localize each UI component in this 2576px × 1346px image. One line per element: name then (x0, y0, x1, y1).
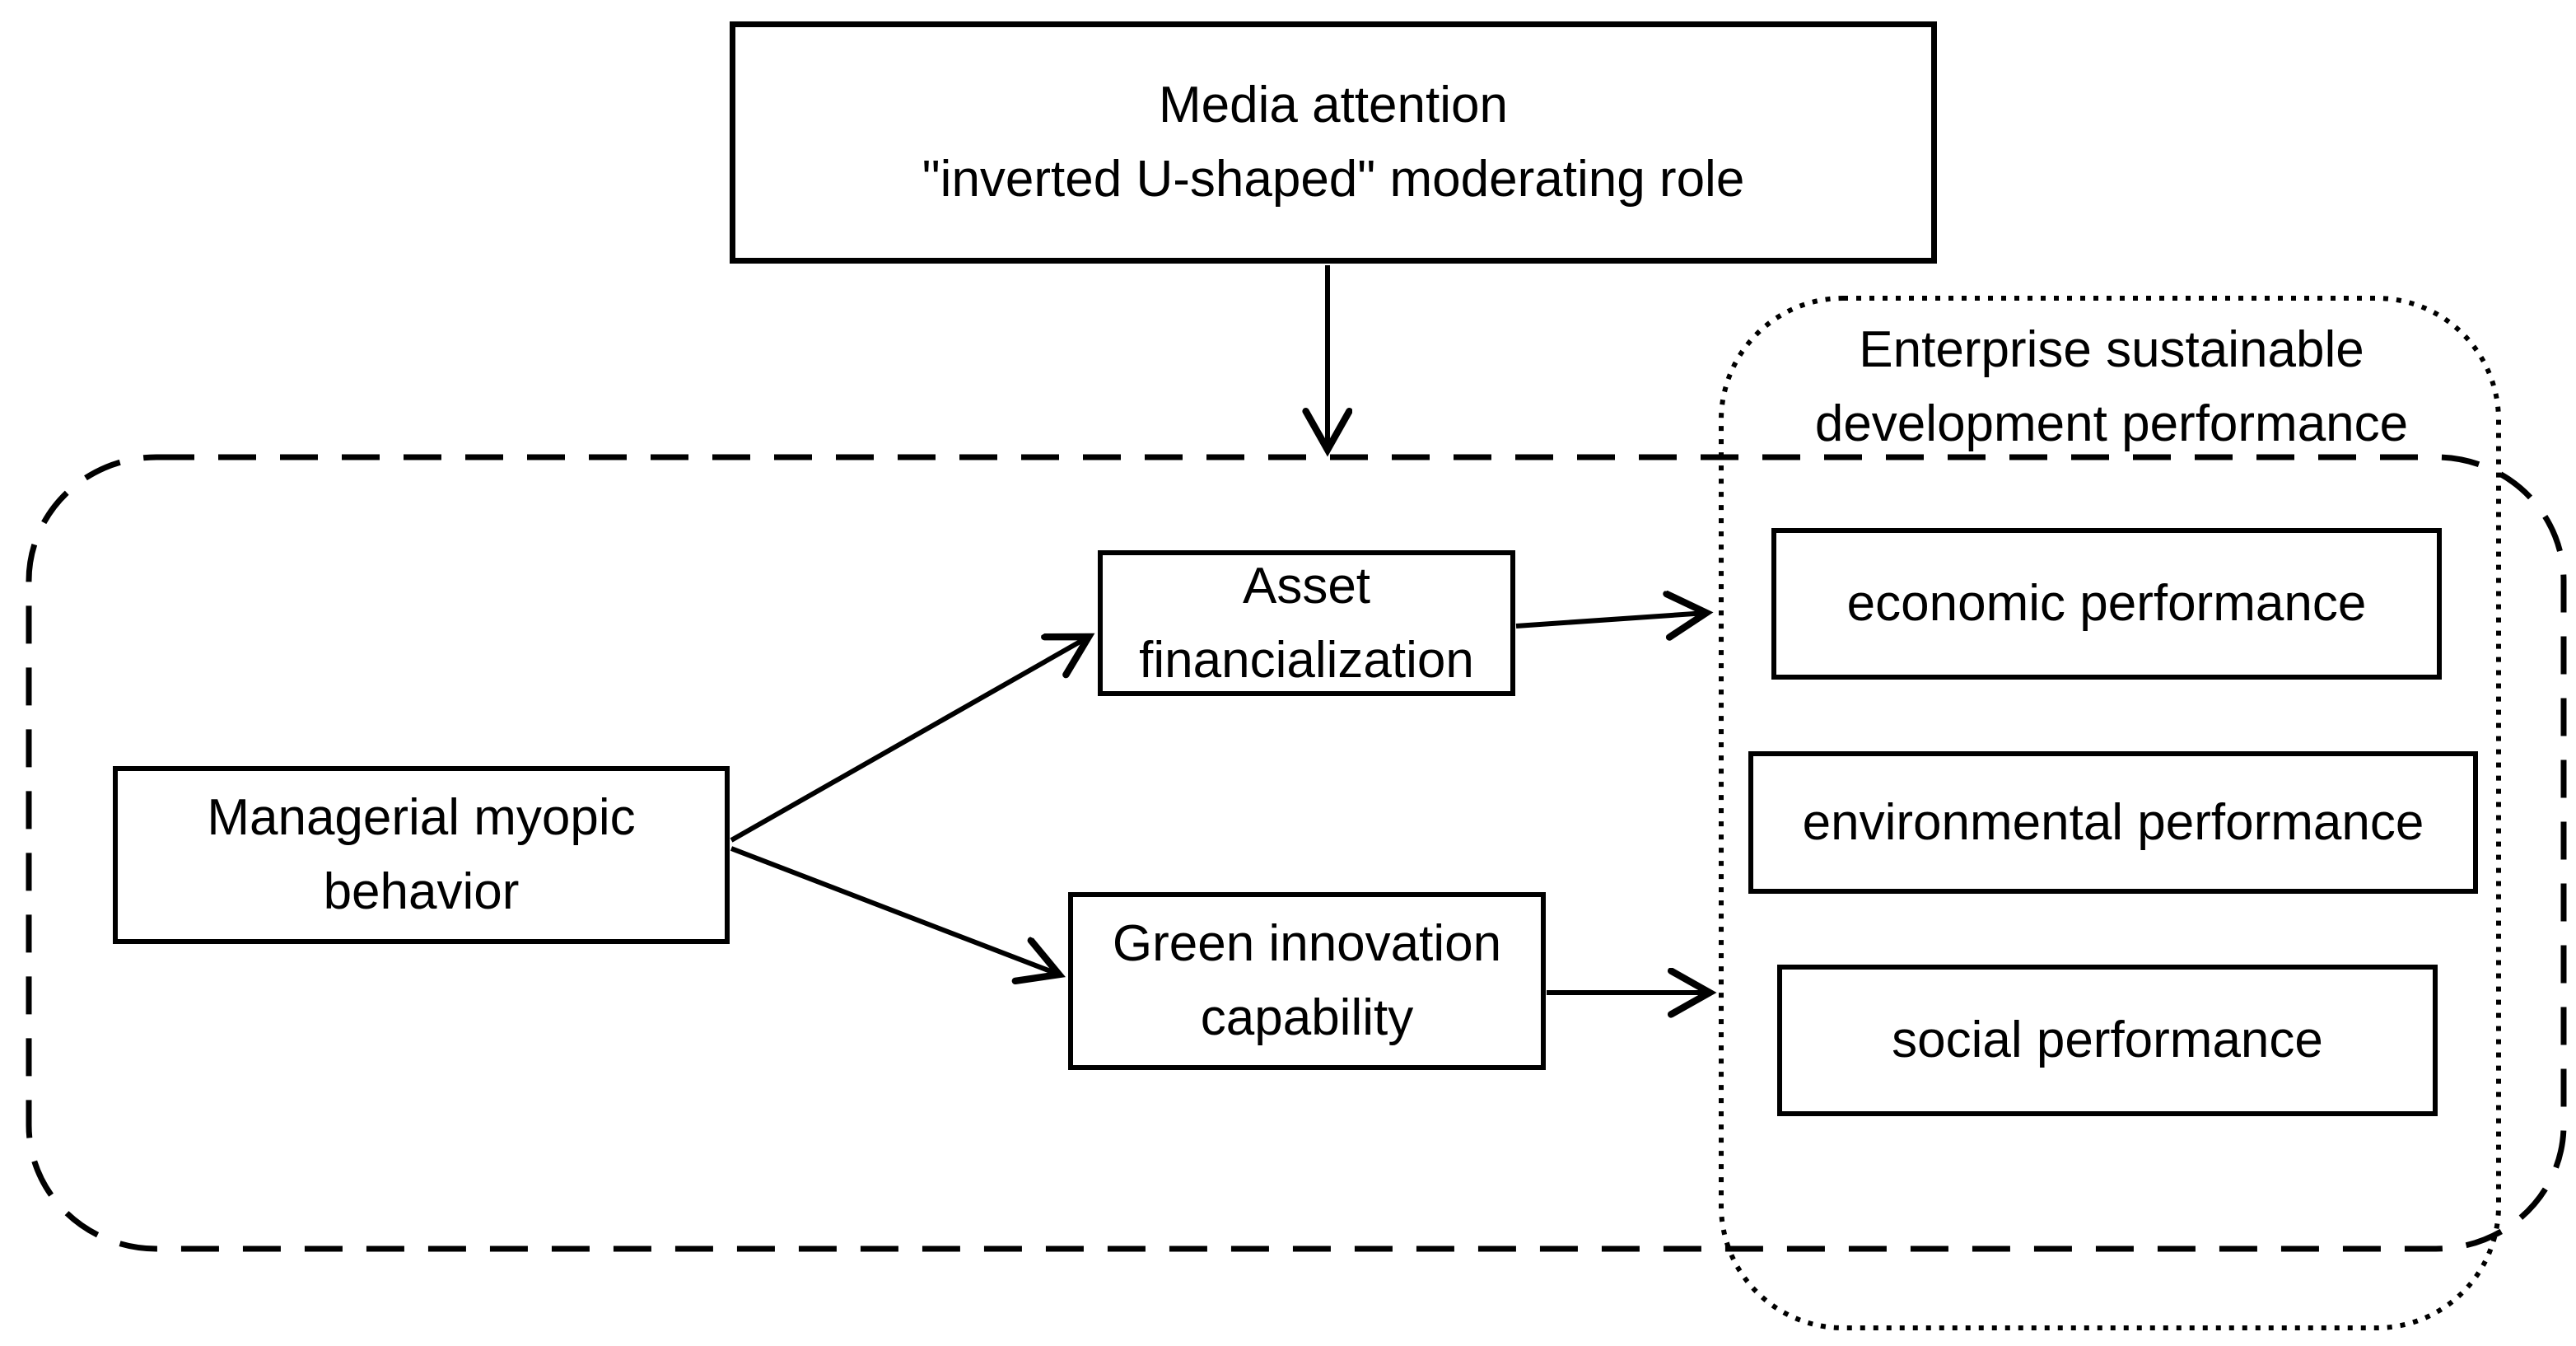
dotted-outcome-boundary (1719, 296, 2501, 1330)
media-attention-line1: Media attention (1159, 77, 1508, 134)
economic-performance-box: economic performance (1771, 528, 2442, 680)
green-innovation-line2: capability (1200, 989, 1414, 1046)
asset-financialization-box: Asset financialization (1098, 550, 1515, 696)
social-performance-box: social performance (1777, 965, 2438, 1116)
green-innovation-capability-box: Green innovation capability (1068, 892, 1546, 1070)
arrow-asset-to-outcomes (1515, 613, 1706, 626)
dashed-model-boundary (26, 454, 2567, 1252)
managerial-myopic-behavior-box: Managerial myopic behavior (113, 766, 730, 944)
green-innovation-line1: Green innovation (1112, 915, 1502, 973)
media-attention-box: Media attention "inverted U-shaped" mode… (730, 21, 1937, 264)
enterprise-group-label: Enterprise sustainable development perfo… (1725, 313, 2498, 461)
arrow-myopic-to-asset (730, 637, 1089, 843)
arrow-myopic-to-green (730, 846, 1059, 974)
enterprise-group-label-line2: development performance (1814, 395, 2409, 452)
asset-financialization-line1: Asset (1242, 557, 1371, 615)
environmental-performance-box: environmental performance (1748, 751, 2478, 894)
managerial-myopic-line1: Managerial myopic (207, 789, 636, 847)
social-performance-label: social performance (1892, 1012, 2323, 1069)
economic-performance-label: economic performance (1846, 575, 2367, 633)
environmental-performance-label: environmental performance (1802, 793, 2424, 851)
media-attention-line2: "inverted U-shaped" moderating role (922, 151, 1745, 208)
enterprise-group-label-line1: Enterprise sustainable (1859, 321, 2364, 378)
managerial-myopic-line2: behavior (323, 863, 520, 920)
asset-financialization-line2: financialization (1139, 631, 1474, 689)
